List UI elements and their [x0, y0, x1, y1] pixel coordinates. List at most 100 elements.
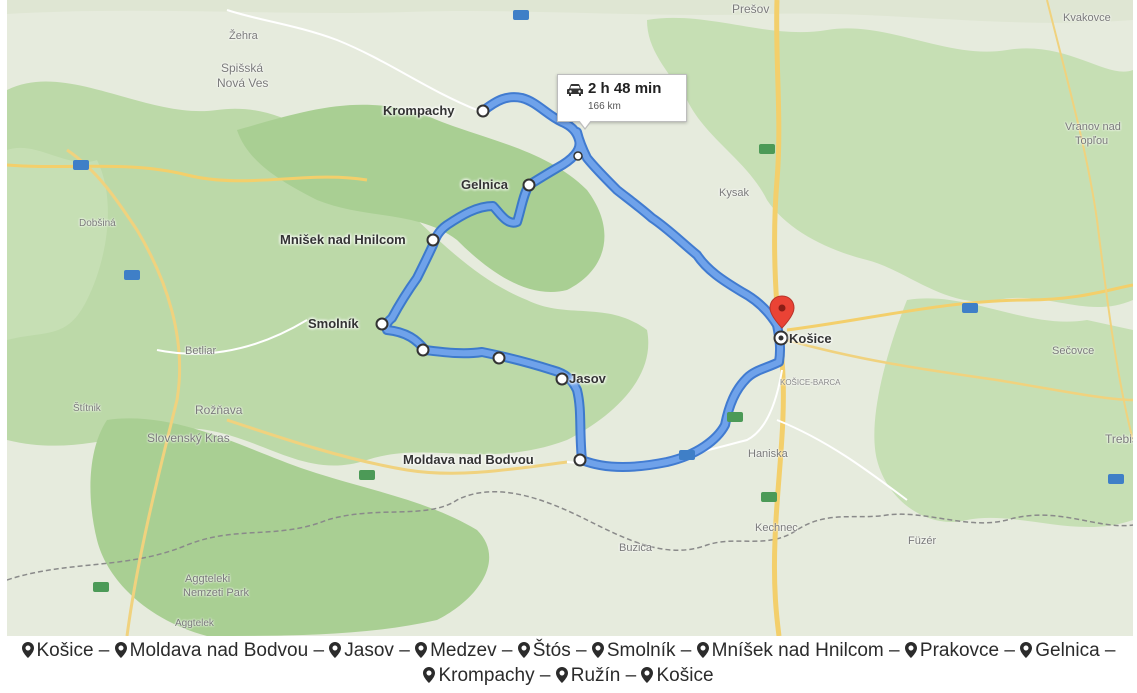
itinerary-stop-name: Medzev	[430, 640, 497, 661]
map-pin-icon	[114, 640, 130, 661]
itinerary-stop: Smolník	[591, 640, 676, 661]
road-shield-e58c	[761, 492, 777, 502]
destination-pin-icon[interactable]	[769, 295, 795, 329]
waypoint-mnisek[interactable]	[426, 233, 440, 247]
itinerary-separator: –	[620, 665, 642, 686]
map-pin-icon	[696, 640, 712, 661]
map-view[interactable]: Žehra Prešov Spišská Nová Ves Kvakovce V…	[7, 0, 1133, 636]
itinerary-stop: Ružín	[555, 665, 621, 686]
itinerary-stop: Jasov	[329, 640, 394, 661]
itinerary-separator: –	[496, 640, 518, 661]
map-pin-icon	[423, 665, 438, 686]
map-pin-icon	[415, 640, 430, 661]
town-label: Kysak	[719, 187, 749, 199]
waypoint-krompachy[interactable]	[476, 104, 490, 118]
road-shield-18	[513, 10, 529, 20]
map-pin-icon	[555, 665, 571, 686]
map-pin-icon	[1020, 640, 1035, 661]
itinerary-stop: Gelnica	[1020, 640, 1100, 661]
stop-label-jasov[interactable]: Jasov	[569, 371, 606, 386]
road-shield-e58	[759, 144, 775, 154]
itinerary-stop-name: Mníšek nad Hnilcom	[711, 640, 884, 661]
waypoint-gelnica[interactable]	[522, 178, 536, 192]
town-label: Slovenský Kras	[147, 431, 230, 445]
route-duration: 2 h 48 min	[588, 80, 662, 97]
stop-label-kosice[interactable]: Košice	[789, 331, 832, 346]
itinerary-stop-name: Štós	[532, 640, 571, 661]
itinerary-separator: –	[675, 640, 697, 661]
itinerary-stop-name: Moldava nad Bodvou	[129, 640, 309, 661]
stop-label-krompachy[interactable]: Krompachy	[383, 103, 455, 118]
road-shield-hu	[93, 582, 109, 592]
itinerary-stop-name: Gelnica	[1035, 640, 1100, 661]
waypoint-moldava[interactable]	[573, 453, 587, 467]
itinerary-stop: Mníšek nad Hnilcom	[696, 640, 884, 661]
itinerary-separator: –	[308, 640, 330, 661]
itinerary-stop: Košice	[21, 640, 94, 661]
town-label: Štítnik	[73, 403, 101, 414]
itinerary-stop: Košice	[641, 665, 714, 686]
town-label: Trebiš	[1105, 432, 1133, 446]
itinerary-stop: Medzev	[415, 640, 497, 661]
waypoint-stos[interactable]	[492, 351, 506, 365]
town-label: Sečovce	[1052, 345, 1095, 357]
waypoint-smolnik[interactable]	[375, 317, 389, 331]
itinerary-stop-name: Prakovce	[919, 640, 1000, 661]
itinerary-separator: –	[570, 640, 592, 661]
route-distance: 166 km	[588, 101, 621, 112]
road-shield-e58b	[727, 412, 743, 422]
district-label: KOŠICE-BARCA	[780, 378, 841, 387]
town-label: Aggtelek	[175, 618, 214, 629]
town-label: Kechnec	[755, 522, 798, 534]
itinerary-caption: Košice – Moldava nad Bodvou – Jasov – Me…	[0, 638, 1137, 688]
waypoint-jasov[interactable]	[555, 372, 569, 386]
town-label: Rožňava	[195, 403, 243, 417]
road-shield-79	[1108, 474, 1124, 484]
itinerary-stop-name: Košice	[36, 640, 94, 661]
road-shield-16	[679, 450, 695, 460]
itinerary-stop: Prakovce	[904, 640, 1000, 661]
itinerary-stop: Krompachy	[423, 665, 535, 686]
stop-label-smolnik[interactable]: Smolník	[308, 316, 359, 331]
road-shield-67b	[124, 270, 140, 280]
itinerary-stop-name: Ružín	[570, 665, 621, 686]
map-pin-icon	[329, 640, 344, 661]
town-label: Betliar	[185, 345, 217, 357]
town-label: Spišská	[221, 61, 264, 75]
itinerary-stop: Štós	[517, 640, 571, 661]
itinerary-separator: –	[93, 640, 115, 661]
town-label: Kvakovce	[1063, 12, 1111, 24]
map-pin-icon	[517, 640, 533, 661]
town-label: Topľou	[1075, 135, 1109, 147]
itinerary-stop-name: Smolník	[606, 640, 676, 661]
waypoint-medzev[interactable]	[416, 343, 430, 357]
stop-label-gelnica[interactable]: Gelnica	[461, 177, 508, 192]
itinerary-stop-name: Krompachy	[438, 665, 535, 686]
itinerary-stop-name: Jasov	[344, 640, 394, 661]
itinerary-separator: –	[1099, 640, 1116, 661]
itinerary-stop: Moldava nad Bodvou	[114, 640, 309, 661]
itinerary-separator: –	[999, 640, 1021, 661]
itinerary-separator: –	[534, 665, 556, 686]
town-label: Dobšiná	[79, 218, 116, 229]
map-pin-icon	[21, 640, 37, 661]
town-label: Füzér	[908, 535, 937, 547]
map-pin-icon	[904, 640, 920, 661]
map-pin-icon	[591, 640, 607, 661]
road-shield-19	[962, 303, 978, 313]
town-label: Žehra	[229, 30, 258, 42]
waypoint-ruzin[interactable]	[573, 151, 583, 161]
town-label: Haniska	[748, 448, 788, 460]
route-summary-callout[interactable]: 2 h 48 min 166 km	[557, 74, 687, 130]
itinerary-stop-name: Košice	[656, 665, 714, 686]
itinerary-separator: –	[393, 640, 416, 661]
stop-label-moldava[interactable]: Moldava nad Bodvou	[403, 452, 534, 467]
road-shield-67	[73, 160, 89, 170]
town-label: Aggteleki	[185, 573, 231, 585]
town-label: Buzica	[619, 542, 653, 554]
town-label: Nemzeti Park	[183, 587, 250, 599]
town-label: Nová Ves	[217, 76, 269, 90]
map-pin-icon	[641, 665, 656, 686]
town-label: Vranov nad	[1065, 121, 1121, 133]
stop-label-mnisek[interactable]: Mnišek nad Hnilcom	[280, 232, 406, 247]
